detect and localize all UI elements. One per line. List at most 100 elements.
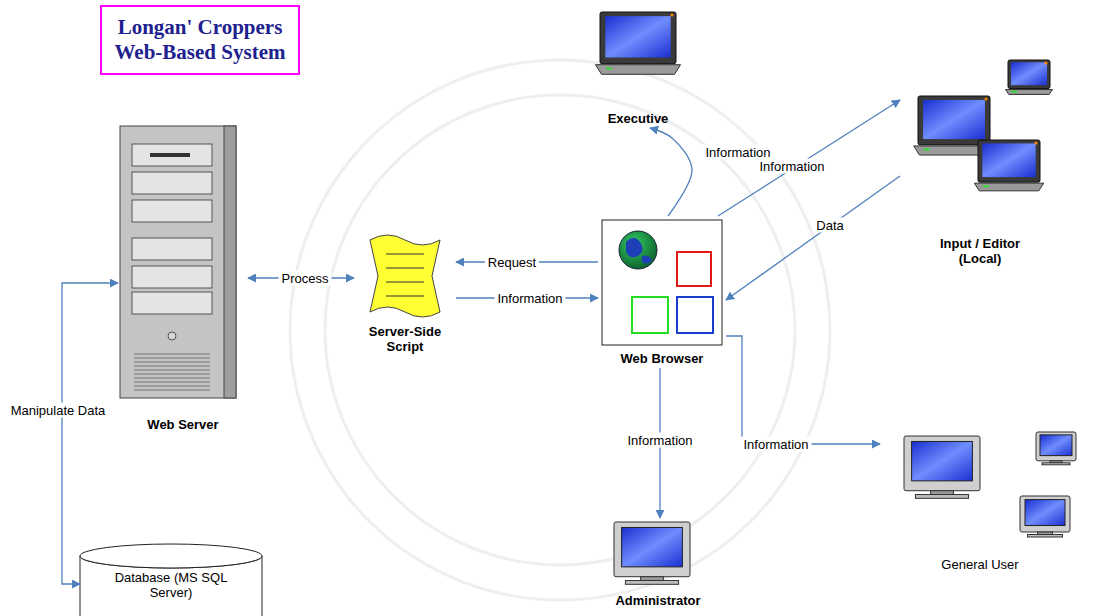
server-tower <box>120 126 236 398</box>
desktop-icon <box>1020 496 1070 537</box>
cylinder-top <box>80 544 262 568</box>
editor-node: Input / Editor (Local) <box>900 56 1060 268</box>
laptop-base <box>1005 90 1052 95</box>
drive-bay <box>132 200 212 222</box>
edge-label: Information <box>740 437 811 452</box>
laptop-led <box>1045 62 1048 65</box>
laptop-screen <box>605 16 670 57</box>
laptop-screen <box>923 100 985 139</box>
laptop-base <box>974 183 1043 191</box>
laptop-led <box>671 14 674 17</box>
red-square <box>677 252 711 286</box>
script-line <box>386 268 424 269</box>
laptop-led <box>1011 91 1017 93</box>
node-label: General User <box>920 557 1040 572</box>
watermark-ring <box>290 60 830 600</box>
script-line <box>386 282 424 283</box>
edge-label: Process <box>279 271 332 286</box>
laptop-lid <box>978 140 1040 182</box>
vent <box>134 354 210 355</box>
vent <box>134 378 210 379</box>
vent <box>134 362 210 363</box>
node-label: Input / Editor (Local) <box>920 236 1040 266</box>
tower-case <box>120 126 236 398</box>
edge-label: Data <box>813 218 846 233</box>
desktop-icon <box>614 522 690 584</box>
laptop-lid <box>1008 60 1050 89</box>
globe <box>619 231 657 269</box>
monitor-base <box>625 581 678 585</box>
monitor-frame <box>1020 496 1070 532</box>
monitor-base <box>915 495 968 499</box>
server-node: Web Server <box>118 124 248 434</box>
edge-label: Information <box>756 159 827 174</box>
vent <box>134 370 210 371</box>
vent <box>134 358 210 359</box>
edge-label: Manipulate Data <box>8 403 109 418</box>
node-label: Server-Side Script <box>358 324 452 354</box>
vent <box>134 390 210 391</box>
connector-arrow <box>650 128 692 216</box>
monitor-frame <box>904 436 980 491</box>
connector-arrow <box>726 176 900 300</box>
laptop-led <box>606 67 612 69</box>
node-label: Executive <box>590 111 686 126</box>
diagram-title: Longan' Croppers Web-Based System <box>100 5 300 75</box>
user-node: General User <box>880 428 1080 574</box>
monitor-base <box>1042 463 1070 465</box>
monitor-stand <box>931 491 954 495</box>
administrator-node: Administrator <box>592 518 724 610</box>
executive-node: Executive <box>586 8 690 128</box>
script-node: Server-Side Script <box>354 228 456 356</box>
script-icon <box>370 235 440 317</box>
monitor-screen <box>1040 435 1072 456</box>
connector-arrow <box>726 336 880 444</box>
vent <box>134 382 210 383</box>
edge-label: Information <box>702 145 773 160</box>
vent <box>134 366 210 367</box>
database-cylinder <box>80 544 262 616</box>
watermark-ring <box>325 95 795 565</box>
laptop-lid <box>600 12 676 64</box>
globe-land <box>626 238 652 264</box>
desktop-icon <box>1036 432 1076 465</box>
drive-slot <box>150 153 190 157</box>
watermark <box>290 60 830 600</box>
node-label: Database (MS SQL Server) <box>106 570 236 600</box>
node-label: Web Server <box>128 417 238 432</box>
monitor-frame <box>614 522 690 577</box>
node-label: Administrator <box>596 593 720 608</box>
edge-label: Request <box>485 255 539 270</box>
browser-node: Web Browser <box>598 216 726 368</box>
power-led <box>168 332 176 340</box>
script-page <box>370 235 440 317</box>
database-node: Database (MS SQL Server) <box>80 542 262 616</box>
monitor-base <box>1028 535 1063 538</box>
drive-bay <box>132 266 212 288</box>
laptop-icon <box>595 12 680 74</box>
monitor-screen <box>622 527 683 566</box>
tower-side <box>224 126 236 398</box>
edge-label: Information <box>624 433 695 448</box>
script-line <box>386 296 424 297</box>
drive-bay <box>132 238 212 260</box>
drive-bay <box>132 172 212 194</box>
edge-label: Information <box>494 291 565 306</box>
desktop-icon <box>904 436 980 498</box>
blue-square <box>677 297 713 333</box>
connector-arrow <box>62 283 118 584</box>
monitor-frame <box>1036 432 1076 461</box>
laptop-icon <box>1005 60 1052 94</box>
laptop-icon <box>974 140 1043 191</box>
laptop-lid <box>918 96 990 145</box>
laptop-led <box>924 149 930 151</box>
laptop-led <box>985 98 988 101</box>
browser-icon <box>602 220 722 345</box>
node-label: Web Browser <box>602 351 722 366</box>
script-line <box>386 254 424 255</box>
monitor-stand <box>641 577 664 581</box>
laptop-led <box>1035 142 1038 145</box>
laptop-led <box>983 185 989 187</box>
monitor-screen <box>912 441 973 480</box>
